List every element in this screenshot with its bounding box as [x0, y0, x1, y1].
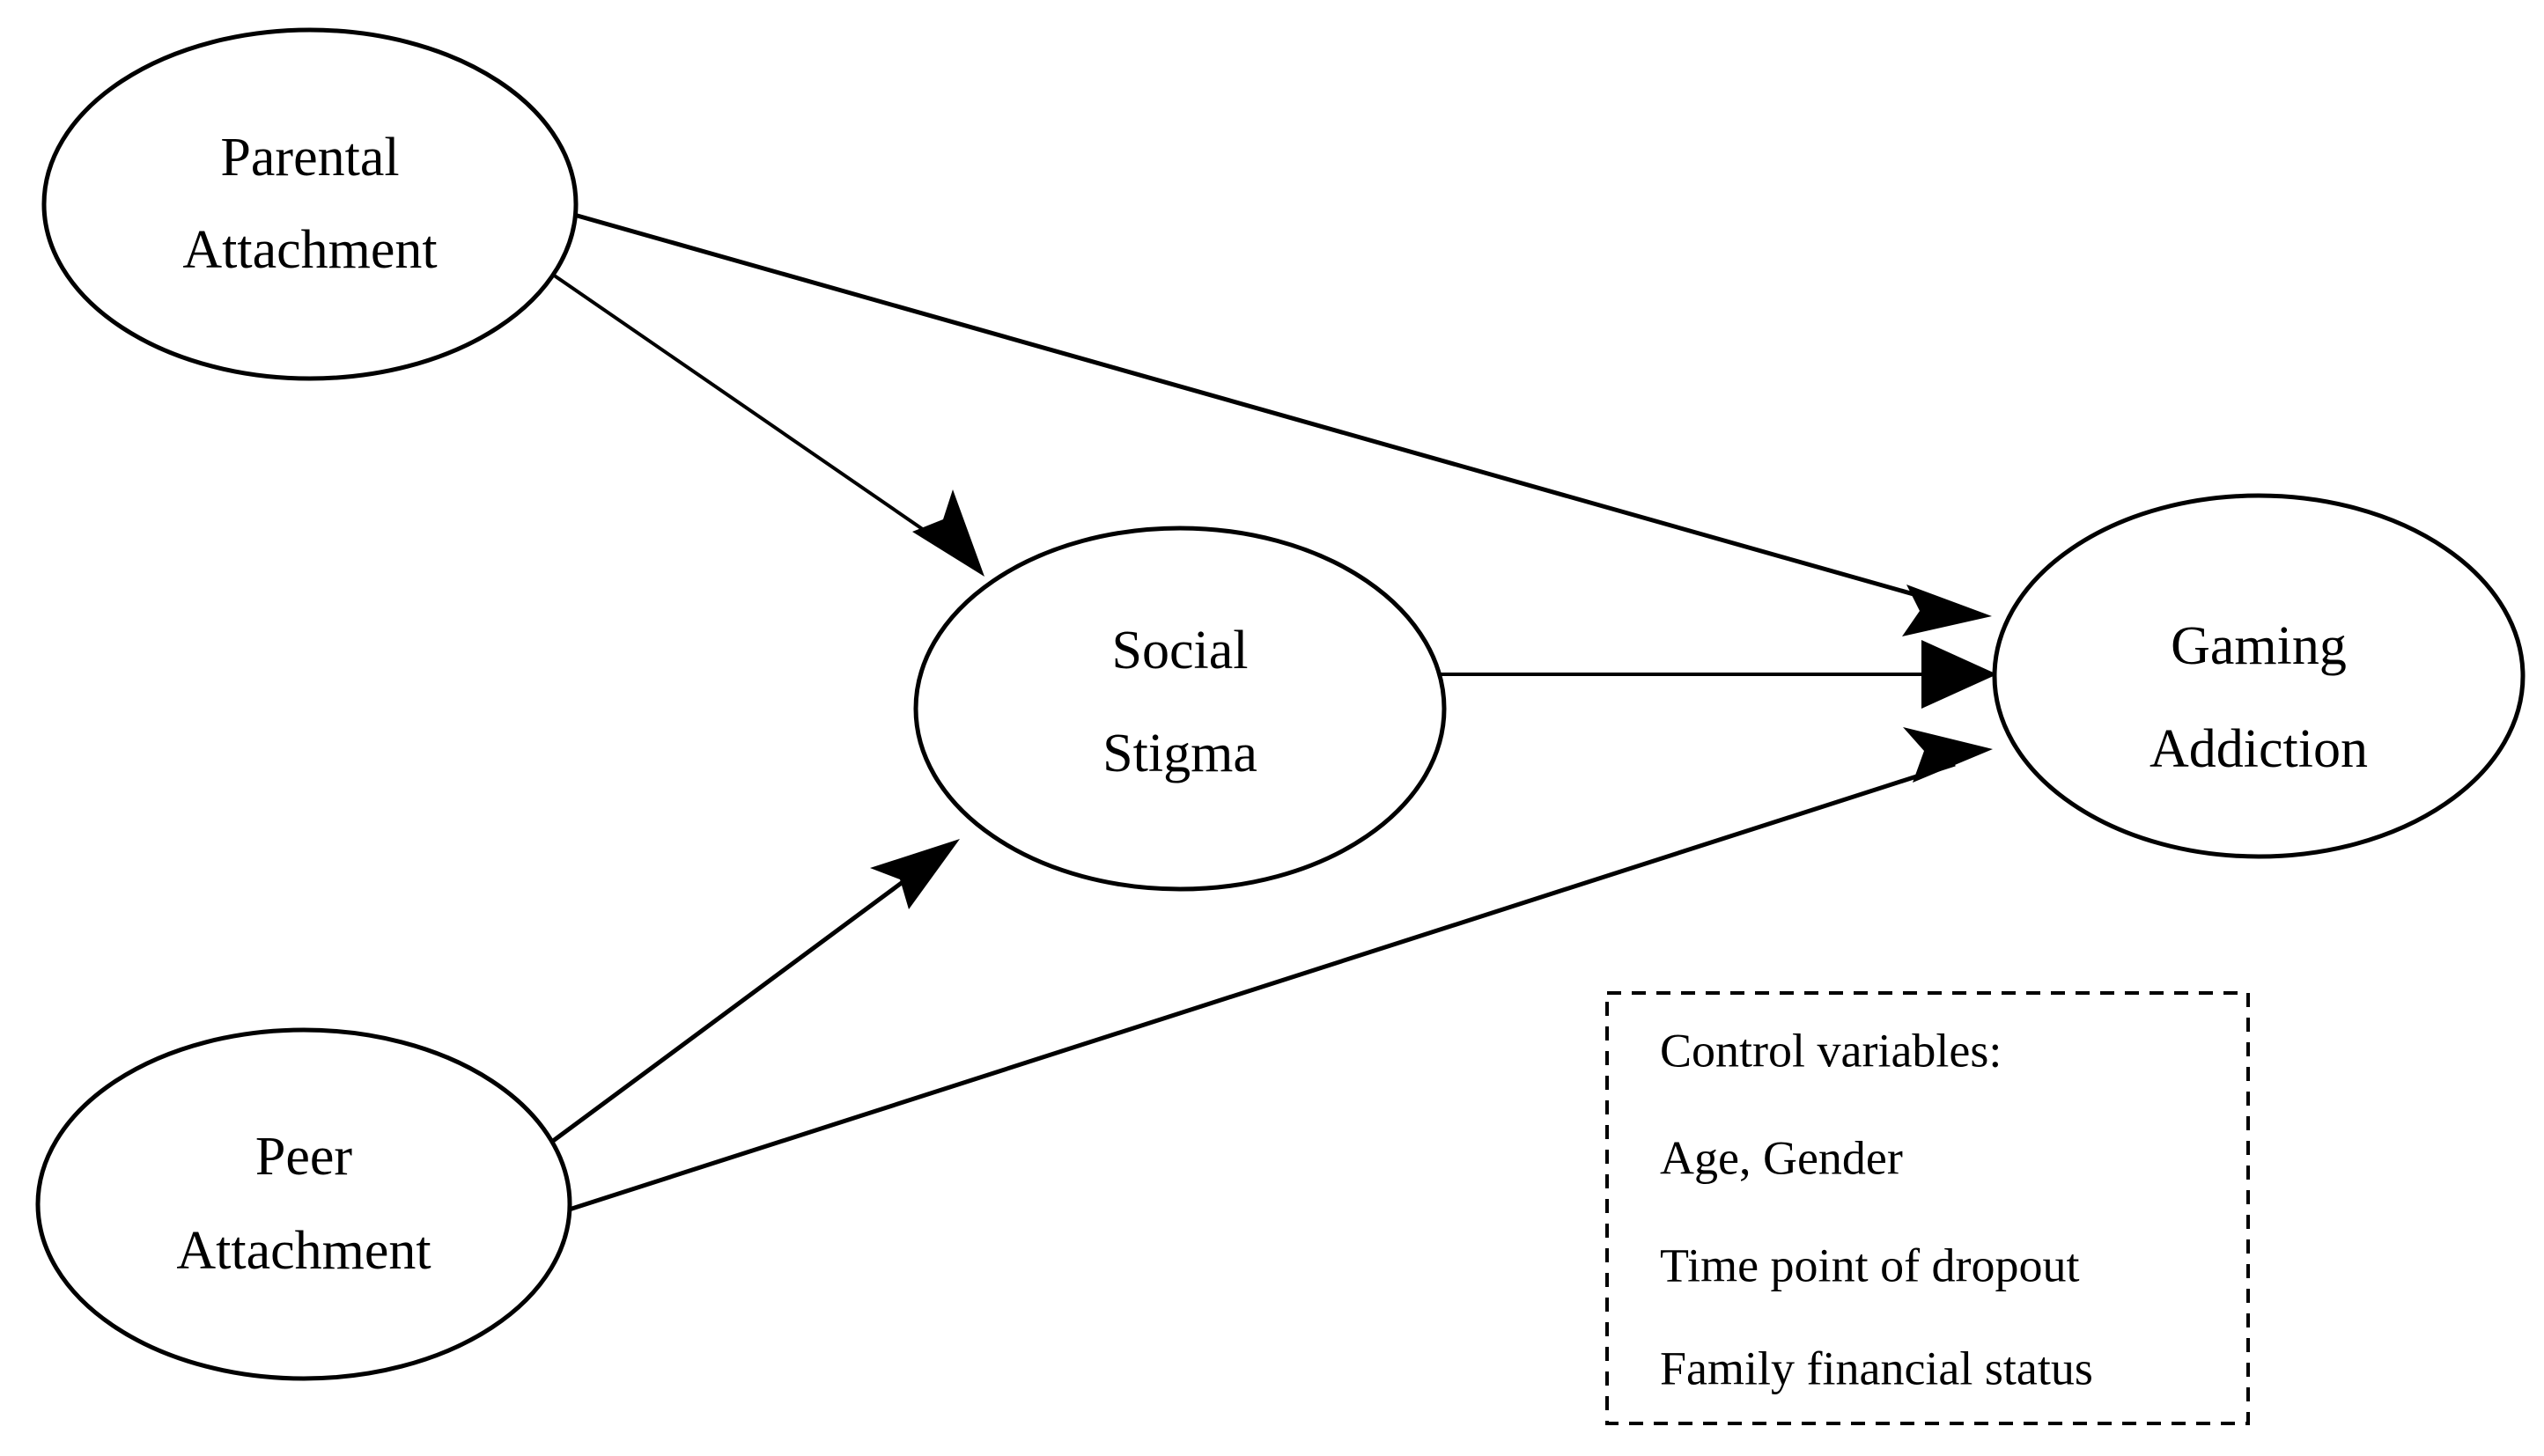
node-gaming-addiction[interactable]: Gaming Addiction	[1992, 493, 2526, 859]
gaming-addiction-ellipse[interactable]	[1992, 493, 2526, 859]
edge-line-parental-stigma	[551, 273, 951, 549]
node-social-stigma[interactable]: Social Stigma	[913, 526, 1447, 892]
edge-parental-to-stigma	[551, 273, 984, 577]
gaming-addiction-label-line2: Addiction	[2149, 719, 2368, 779]
arrow-head-peer-stigma	[870, 839, 960, 909]
peer-attachment-label-line1: Peer	[255, 1127, 353, 1187]
peer-attachment-ellipse[interactable]	[35, 1027, 572, 1381]
control-variables-title: Control variables:	[1660, 1024, 2002, 1077]
arrow-head-peer-gaming	[1903, 727, 1993, 783]
parental-attachment-ellipse[interactable]	[41, 27, 579, 381]
edge-peer-to-gaming	[560, 727, 1993, 1215]
control-variables-box: Control variables: Age, Gender Time poin…	[1605, 991, 2250, 1425]
control-variables-item-1: Time point of dropout	[1660, 1239, 2080, 1291]
control-variables-item-0: Age, Gender	[1660, 1131, 1903, 1184]
edge-peer-to-stigma	[544, 839, 960, 1149]
parental-attachment-label-line2: Attachment	[182, 220, 437, 280]
social-stigma-ellipse[interactable]	[913, 526, 1447, 892]
arrow-head-parental-gaming	[1902, 585, 1992, 636]
node-parental-attachment[interactable]: Parental Attachment	[41, 27, 579, 381]
edge-line-parental-gaming	[567, 210, 1967, 612]
edge-stigma-to-gaming	[1434, 640, 1997, 709]
control-variables-border	[1605, 991, 2250, 1425]
edge-line-peer-gaming	[560, 761, 1956, 1215]
arrow-head-parental-stigma	[912, 489, 984, 577]
control-variables-item-2: Family financial status	[1660, 1342, 2093, 1394]
peer-attachment-label-line2: Attachment	[176, 1221, 431, 1281]
gaming-addiction-label-line1: Gaming	[2171, 616, 2347, 676]
social-stigma-label-line1: Social	[1112, 621, 1249, 680]
edge-line-peer-stigma	[544, 864, 925, 1149]
arrow-head-stigma-gaming	[1921, 640, 1997, 709]
parental-attachment-label-line1: Parental	[220, 128, 399, 188]
node-peer-attachment[interactable]: Peer Attachment	[35, 1027, 572, 1381]
social-stigma-label-line2: Stigma	[1102, 724, 1257, 783]
edge-parental-to-gaming	[567, 210, 1992, 636]
